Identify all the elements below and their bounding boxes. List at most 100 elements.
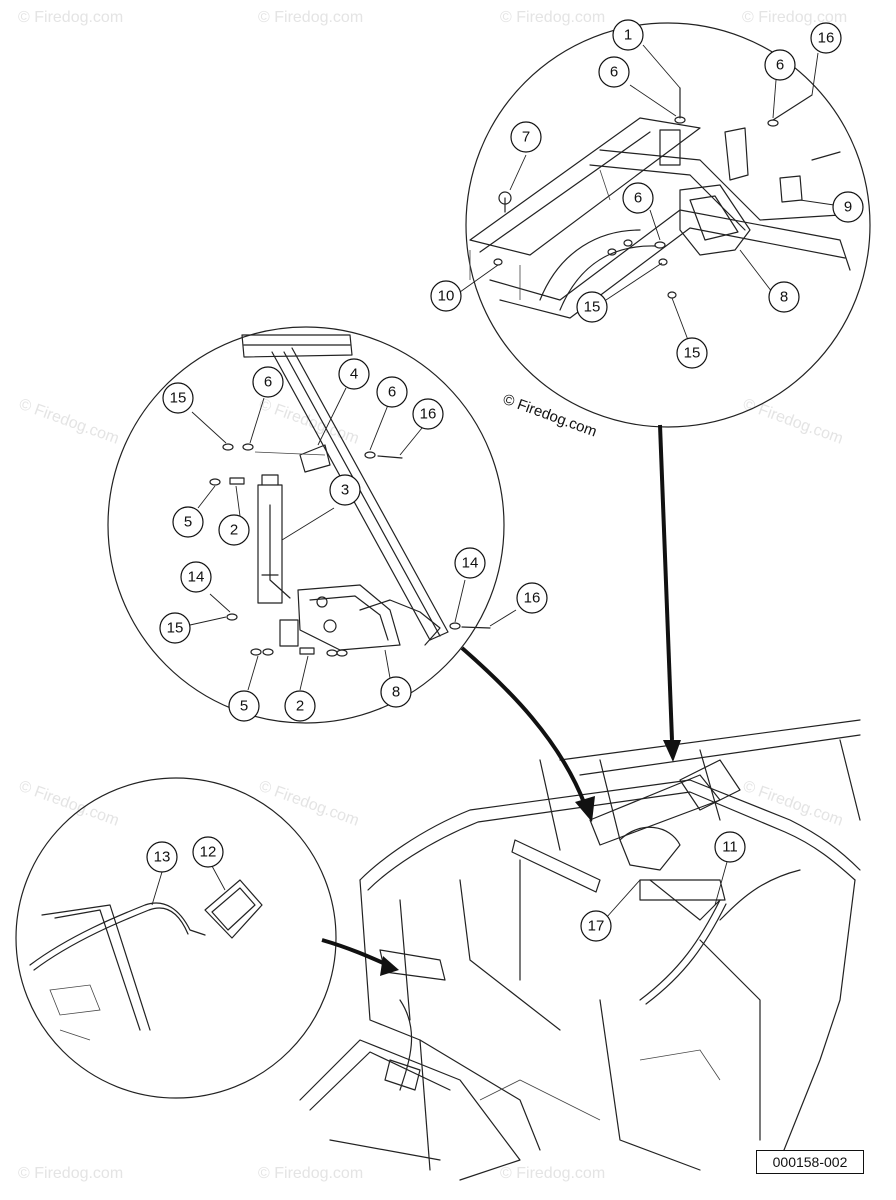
- svg-text:6: 6: [610, 64, 618, 81]
- watermark: © Firedog.com: [258, 1165, 363, 1182]
- bracket-assembly-top: [498, 127, 803, 256]
- vehicle-frame: [299, 719, 861, 1181]
- svg-text:15: 15: [170, 390, 187, 407]
- callout-4: 4: [338, 358, 370, 390]
- watermark: © Firedog.com: [500, 1165, 605, 1182]
- watermark: © Firedog.com: [18, 1165, 123, 1182]
- svg-text:11: 11: [722, 839, 738, 856]
- svg-text:16: 16: [818, 30, 835, 47]
- connector-arrows: [321, 424, 681, 976]
- leader-lines-middle: [189, 387, 517, 691]
- svg-text:16: 16: [524, 590, 541, 607]
- arrowhead: [380, 956, 399, 976]
- svg-text:9: 9: [844, 199, 852, 216]
- detail-boundary-lower: [15, 777, 337, 1099]
- callouts-main: 11 17: [580, 831, 746, 942]
- svg-text:1: 1: [624, 27, 632, 44]
- callout-6: 6: [622, 182, 654, 214]
- watermark-layer: © Firedog.com © Firedog.com © Firedog.co…: [17, 9, 848, 1182]
- callout-2: 2: [284, 690, 316, 722]
- arrow-top-to-frame: [658, 424, 674, 741]
- callout-3: 3: [329, 474, 361, 506]
- callouts-lower-detail: 13 12: [146, 836, 224, 873]
- svg-text:2: 2: [296, 698, 304, 715]
- watermark: © Firedog.com: [741, 396, 846, 448]
- watermark: © Firedog.com: [257, 396, 362, 448]
- watermark: © Firedog.com: [500, 9, 605, 26]
- detail-boundary-middle: [107, 326, 505, 724]
- svg-text:15: 15: [167, 620, 184, 637]
- detail-circle-top: 1 6 16 6 7 6 9 10 15 8 15 © Firedog.com: [430, 19, 871, 441]
- callout-14: 14: [180, 561, 212, 593]
- svg-text:5: 5: [240, 698, 248, 715]
- callout-10: 10: [430, 280, 462, 312]
- svg-text:5: 5: [184, 514, 192, 531]
- watermark: © Firedog.com: [258, 9, 363, 26]
- callout-15: 15: [162, 382, 194, 414]
- watermark: © Firedog.com: [17, 396, 122, 448]
- callout-16: 16: [810, 22, 842, 54]
- callout-9: 9: [832, 191, 864, 223]
- callout-17: 17: [580, 910, 612, 942]
- svg-text:6: 6: [388, 384, 396, 401]
- callouts-middle: 15 6 4 6 16 3 5 2 14 14 16 15 5 2 8: [159, 358, 548, 722]
- svg-text:4: 4: [350, 366, 358, 383]
- callout-15: 15: [676, 337, 708, 369]
- callout-16: 16: [516, 582, 548, 614]
- leader-lines-top: [459, 44, 835, 341]
- arrow-middle-to-frame: [460, 646, 587, 806]
- callout-14: 14: [454, 547, 486, 579]
- callout-16: 16: [412, 398, 444, 430]
- watermark: © Firedog.com: [18, 9, 123, 26]
- watermark: © Firedog.com: [17, 778, 122, 830]
- callout-5: 5: [228, 690, 260, 722]
- svg-text:10: 10: [438, 288, 455, 305]
- svg-text:6: 6: [634, 190, 642, 207]
- arrow-lower-to-frame: [321, 938, 391, 968]
- fasteners-top: [493, 87, 841, 299]
- callout-15: 15: [576, 291, 608, 323]
- svg-text:8: 8: [392, 684, 400, 701]
- callout-13: 13: [146, 841, 178, 873]
- callout-5: 5: [172, 506, 204, 538]
- detail-circle-lower: 13 12: [15, 777, 337, 1099]
- frame-rails-top: [469, 117, 851, 319]
- callout-1: 1: [612, 19, 644, 51]
- detail-boundary-top: [465, 22, 871, 428]
- copyright-text: © Firedog.com: [501, 391, 599, 441]
- svg-text:15: 15: [584, 299, 601, 316]
- part-code-label: 000158-002: [756, 1150, 864, 1174]
- callout-8: 8: [380, 676, 412, 708]
- callouts-top: 1 6 16 6 7 6 9 10 15 8 15: [430, 19, 864, 369]
- svg-text:8: 8: [780, 289, 788, 306]
- svg-text:3: 3: [341, 482, 349, 499]
- svg-text:6: 6: [776, 57, 784, 74]
- callout-15: 15: [159, 612, 191, 644]
- svg-text:13: 13: [154, 849, 171, 866]
- callout-2: 2: [218, 514, 250, 546]
- leader-lines-main: [605, 861, 728, 919]
- arrowhead: [575, 796, 595, 822]
- svg-text:17: 17: [588, 918, 605, 935]
- callout-12: 12: [192, 836, 224, 868]
- watermark: © Firedog.com: [742, 9, 847, 26]
- callout-11: 11: [714, 831, 746, 863]
- detail-circle-middle: 15 6 4 6 16 3 5 2 14 14 16 15 5 2 8: [107, 326, 548, 724]
- svg-text:2: 2: [230, 522, 238, 539]
- callout-7: 7: [510, 121, 542, 153]
- callout-8: 8: [768, 281, 800, 313]
- svg-text:12: 12: [200, 844, 217, 861]
- svg-text:15: 15: [684, 345, 701, 362]
- svg-text:6: 6: [264, 374, 272, 391]
- svg-text:16: 16: [420, 406, 437, 423]
- callout-6: 6: [376, 376, 408, 408]
- fasteners-middle: [209, 443, 491, 657]
- arrowhead: [663, 740, 681, 762]
- callout-6: 6: [764, 49, 796, 81]
- strut-assembly-middle: [241, 334, 449, 651]
- svg-text:14: 14: [188, 569, 205, 586]
- watermark: © Firedog.com: [257, 778, 362, 830]
- callout-6: 6: [598, 56, 630, 88]
